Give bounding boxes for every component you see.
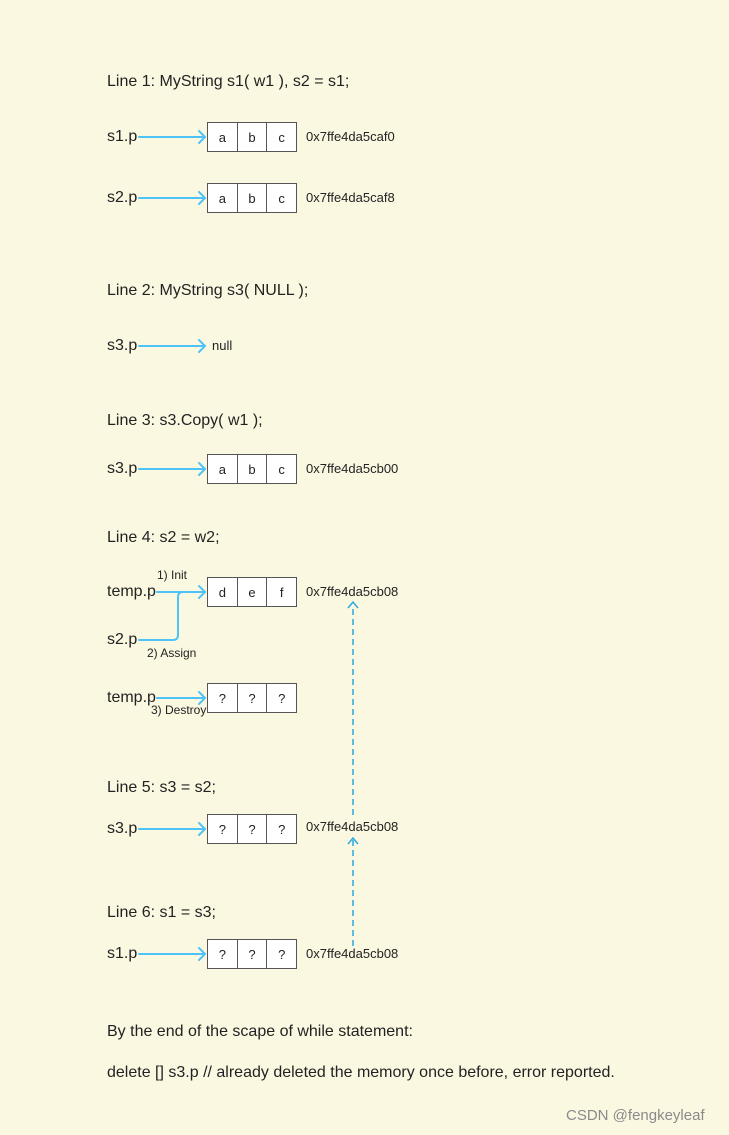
s2p-label: s2.p [107, 189, 138, 206]
address-label: 0x7ffe4da5cb08 [306, 946, 399, 961]
line2-heading: Line 2: MyString s3( NULL ); [107, 282, 309, 299]
memory-block-6: ? ? ? [207, 814, 297, 844]
memory-block-3: a b c [207, 454, 297, 484]
memory-cell: f [266, 578, 296, 606]
step-init-label: 1) Init [157, 568, 188, 582]
arrowhead [198, 947, 206, 961]
tempp-label: temp.p [107, 689, 156, 706]
address-label: 0x7ffe4da5caf8 [306, 190, 395, 205]
arrowhead [198, 462, 206, 476]
address-label: 0x7ffe4da5caf0 [306, 129, 395, 144]
null-label: null [212, 338, 233, 353]
memory-cell: c [266, 455, 296, 483]
memory-block-5: ? ? ? [207, 683, 297, 713]
s3p-label: s3.p [107, 460, 138, 477]
step-assign-label: 2) Assign [147, 646, 197, 660]
line4-heading: Line 4: s2 = w2; [107, 529, 220, 546]
address-label: 0x7ffe4da5cb00 [306, 461, 399, 476]
memory-cell: ? [218, 690, 226, 706]
memory-block-2: a b c [207, 183, 297, 213]
footer-note-2: delete [] s3.p // already deleted the me… [107, 1064, 615, 1081]
arrowhead [198, 585, 206, 599]
memory-cell: a [218, 461, 226, 477]
memory-cell: ? [266, 815, 296, 843]
memory-block-1: a b c [207, 122, 297, 152]
memory-cell: a [218, 190, 226, 206]
s1p-label: s1.p [107, 128, 138, 145]
memory-cell: b [236, 455, 267, 483]
step-destroy-label: 3) Destroy [151, 703, 207, 717]
s3p-label: s3.p [107, 337, 138, 354]
memory-cell: ? [266, 940, 296, 968]
address-label: 0x7ffe4da5cb08 [306, 819, 399, 834]
memory-cell: ? [236, 940, 267, 968]
memory-cell: ? [266, 684, 296, 712]
memory-cell: ? [218, 821, 226, 837]
memory-cell: e [236, 578, 267, 606]
address-label: 0x7ffe4da5cb08 [306, 584, 399, 599]
memory-cell: b [236, 184, 267, 212]
dashed-arrowhead [347, 600, 359, 609]
memory-cell: ? [236, 684, 267, 712]
memory-cell: ? [218, 946, 226, 962]
watermark: CSDN @fengkeyleaf [566, 1107, 705, 1124]
arrowhead [198, 130, 206, 144]
line5-heading: Line 5: s3 = s2; [107, 779, 216, 796]
line3-heading: Line 3: s3.Copy( w1 ); [107, 412, 263, 429]
arrowhead [198, 822, 206, 836]
memory-cell: ? [236, 815, 267, 843]
line1-heading: Line 1: MyString s1( w1 ), s2 = s1; [107, 73, 350, 90]
memory-block-4: d e f [207, 577, 297, 607]
memory-cell: c [266, 123, 296, 151]
s3p-label: s3.p [107, 820, 138, 837]
tempp-label: temp.p [107, 583, 156, 600]
memory-cell: c [266, 184, 296, 212]
s1p-label: s1.p [107, 945, 138, 962]
dashed-arrowhead [347, 836, 359, 845]
memory-cell: d [218, 584, 226, 600]
footer-note-1: By the end of the scape of while stateme… [107, 1023, 413, 1040]
s2p-label: s2.p [107, 631, 138, 648]
memory-cell: a [218, 129, 226, 145]
arrowhead [198, 339, 206, 353]
arrowhead [198, 191, 206, 205]
memory-block-7: ? ? ? [207, 939, 297, 969]
memory-cell: b [236, 123, 267, 151]
line6-heading: Line 6: s1 = s3; [107, 904, 216, 921]
